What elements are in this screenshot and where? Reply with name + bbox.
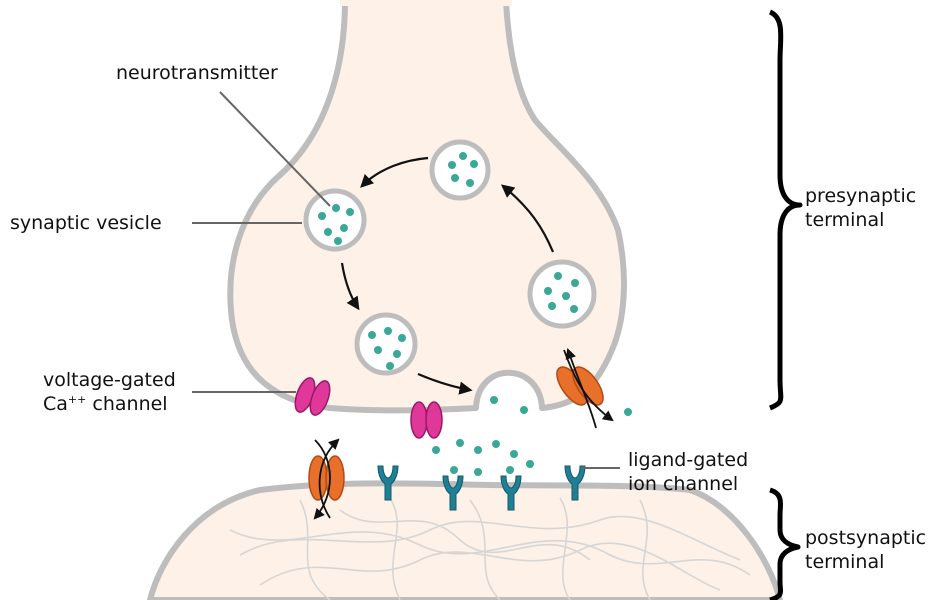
presynaptic-bracket (770, 12, 800, 408)
label-neurotransmitter: neurotransmitter (116, 61, 278, 85)
label-ca-charge: ++ (68, 393, 86, 406)
label-postsynaptic-terminal: terminal (805, 550, 884, 574)
label-ca-text: Ca (43, 393, 68, 415)
label-ion-channel: ion channel (628, 472, 738, 496)
label-postsynaptic: postsynaptic (805, 526, 926, 550)
presynaptic-terminal (230, 0, 624, 410)
label-channel-text: channel (86, 393, 167, 415)
label-voltage-gated: voltage-gated (43, 368, 176, 392)
label-synaptic-vesicle: synaptic vesicle (10, 211, 162, 235)
label-presynaptic: presynaptic (805, 184, 916, 208)
synaptic-vesicle-right (530, 262, 594, 326)
synaptic-vesicle-top (432, 142, 488, 198)
synaptic-vesicle-lower-left (357, 315, 415, 373)
label-ligand-gated: ligand-gated (628, 448, 748, 472)
label-ca-channel: Ca++ channel (43, 392, 168, 416)
label-presynaptic-terminal: terminal (805, 208, 884, 232)
synaptic-vesicle-left (306, 191, 364, 249)
postsynaptic-terminal (150, 483, 780, 600)
